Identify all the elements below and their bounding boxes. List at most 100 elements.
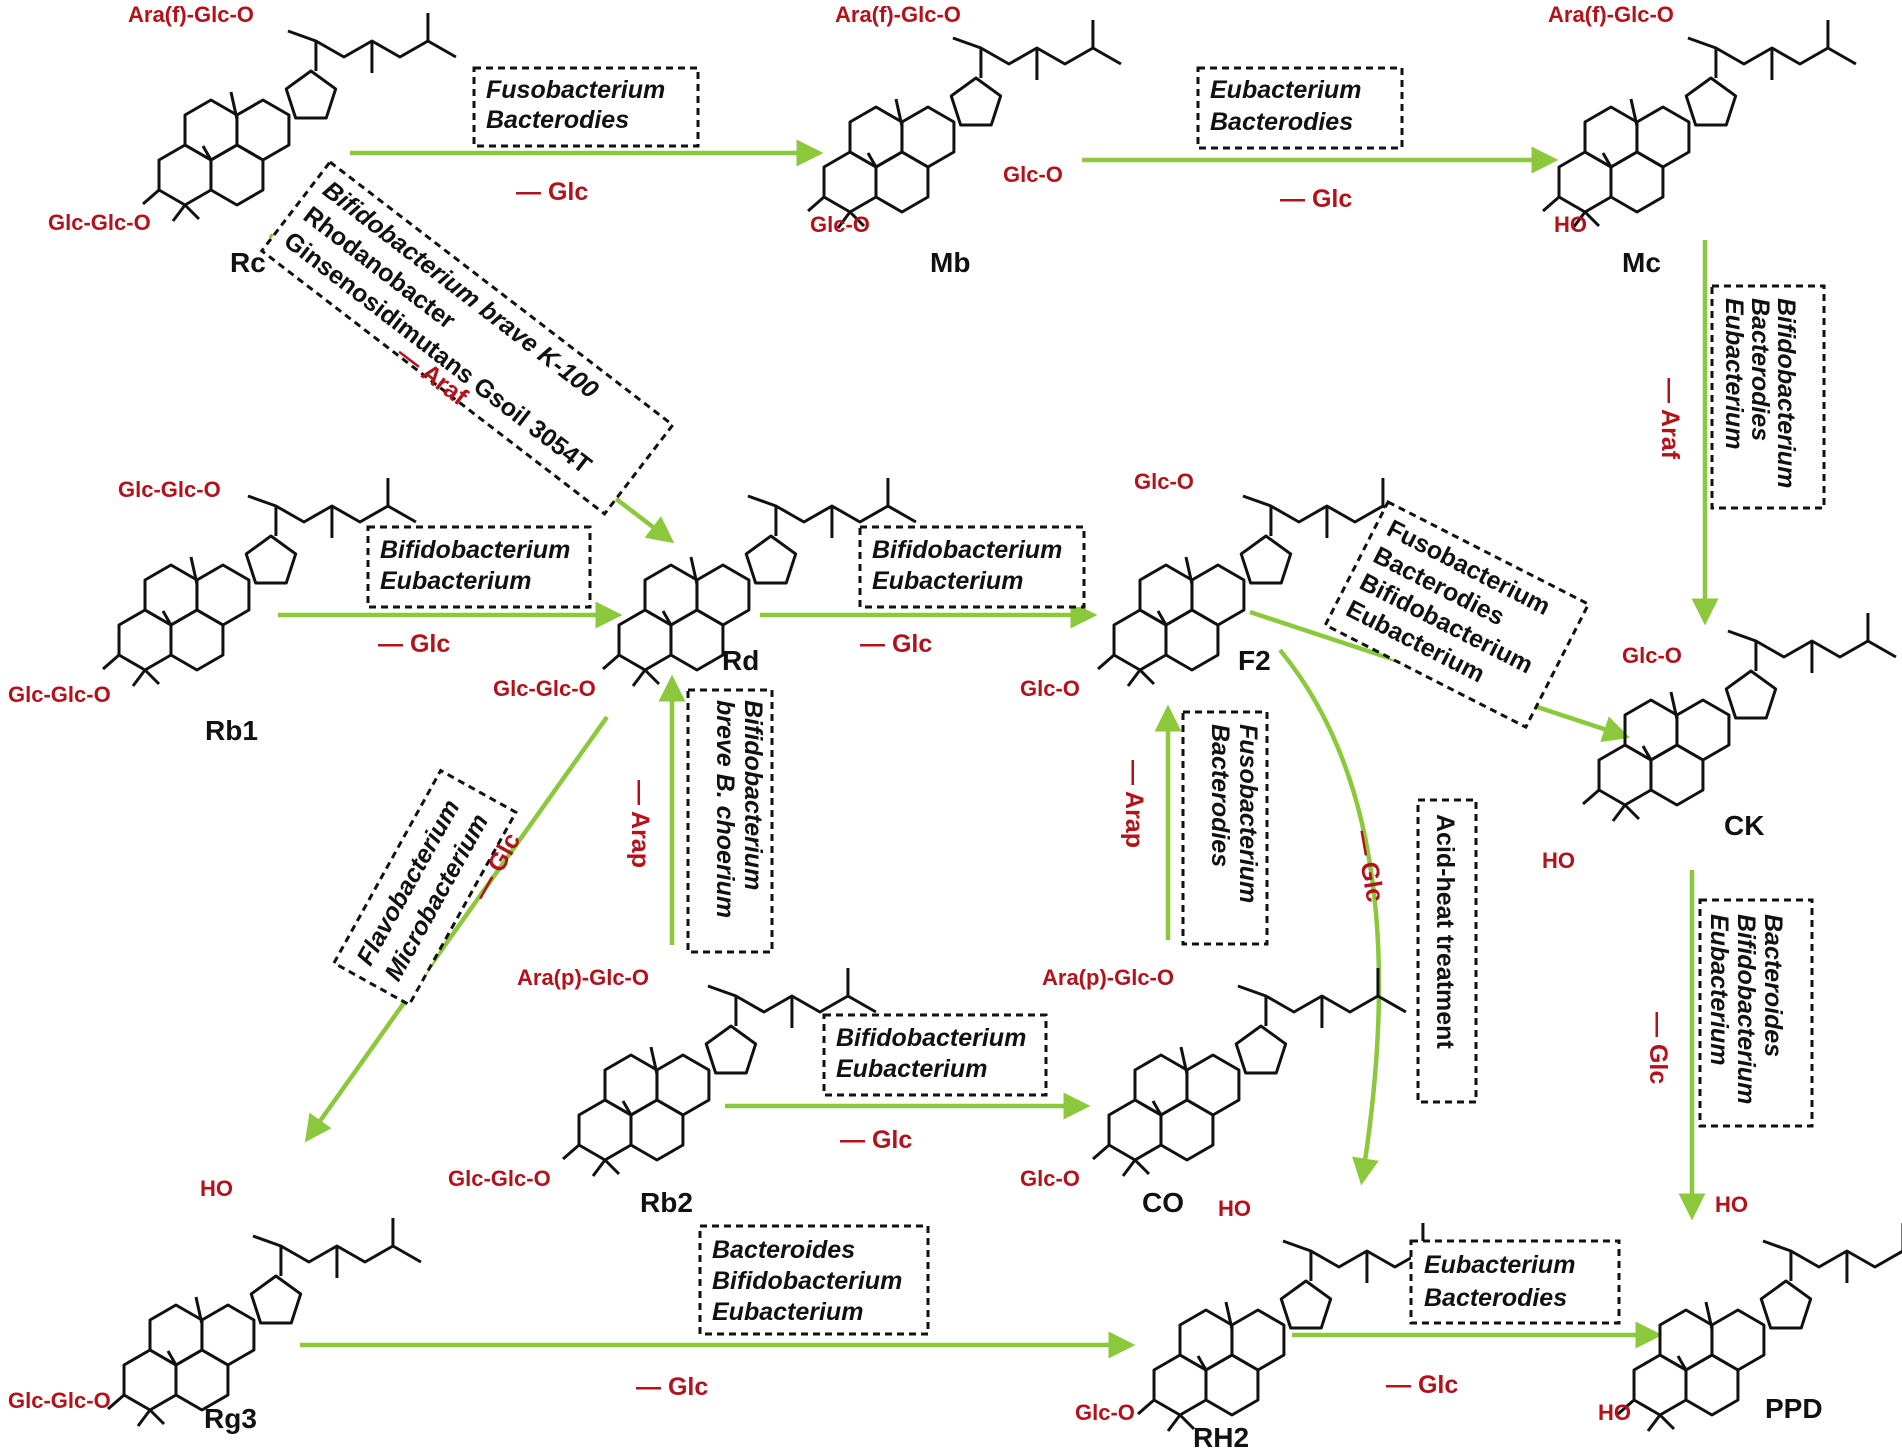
methyl-bond [143,668,161,686]
removed-sugar-mc-ck: — Araf [1656,378,1684,460]
substituent-c3: Glc-Glc-O [448,1166,551,1191]
methyl-bond [848,210,866,228]
removed-sugar-f2-rh2: — Glc [1349,828,1389,904]
ring-b2 [1658,1308,1714,1372]
methyl-bond [136,1409,152,1427]
molecule-f2 [1097,478,1412,687]
methyl-bond [1179,1046,1189,1075]
organism-label: Eubacterium [1720,298,1748,449]
compound-name: F2 [1238,645,1271,676]
ring-c [1675,698,1731,762]
removed-sugar-ck-ppd: — Glc [1644,1012,1672,1084]
ring-d [704,1024,758,1075]
ring-c [1190,563,1246,627]
c20-oxygen-bond [747,494,777,508]
methyl-bond [1166,1414,1182,1432]
ring-b2 [148,1303,204,1367]
c20-oxygen-bond [1727,629,1757,643]
substituent-c20: Ara(f)-Glc-O [835,2,961,27]
ring-b2 [1133,1053,1189,1117]
c3-oxygen-bond [602,653,621,671]
organism-label: Bacterodies [1424,1284,1567,1312]
compound-name: Rd [722,645,759,676]
compound-name: Rc [230,247,266,278]
substituent-c3: Glc-O [1020,676,1080,701]
arrow-f2-rh2 [1278,648,1382,1186]
organism-label: Eubacterium [1210,76,1361,104]
enzyme-box-co-f2: Fusobacterium Bacterodies [1181,710,1269,946]
c3-oxygen-bond [1617,1398,1636,1416]
ring-d [949,76,1003,127]
c20-oxygen-bond [1687,36,1717,50]
ring-d [244,534,298,585]
side-chain [1754,639,1897,671]
reaction-arrows [268,139,1719,1359]
ring-d [1684,76,1738,127]
organism-label: Bifidobacterium [1772,298,1800,488]
c20-oxygen-bond [1762,1239,1792,1253]
substituent-c20: Ara(f)-Glc-O [128,2,254,27]
organism-label: Eubacterium [1424,1251,1575,1279]
substituent-c20: HO [1715,1192,1748,1217]
compound-name: Rg3 [204,1403,257,1434]
removed-sugar-rg3-rh2: — Glc [636,1373,708,1401]
methyl-bond [1151,1100,1163,1116]
arrow-rd-rg3 [304,715,609,1143]
methyl-bond [603,1158,621,1176]
organism-label: Acid-heat treatment [1431,814,1459,1049]
methyl-bond [1669,691,1679,720]
ring-d [1239,534,1293,585]
c20-oxygen-bond [247,494,277,508]
methyl-bond [1629,98,1639,127]
methyl-bond [1601,152,1613,168]
compound-name: PPD [1765,1393,1823,1424]
c20-oxygen-bond [1282,1239,1312,1253]
methyl-bond [166,1350,178,1366]
compound-name: CO [1142,1187,1184,1218]
compound-name: Rb1 [205,715,258,746]
ring-c [655,1053,711,1117]
molecule-rb2 [562,968,877,1177]
c3-oxygen-bond [1582,788,1601,806]
enzyme-box-f2-ck: Fusobacterium Bacterodies Bifidobacteriu… [1323,499,1591,730]
molecule-rg3 [107,1218,422,1427]
substituent-c20: HO [200,1176,233,1201]
removed-sugar-mb-mc: — Glc [1280,185,1352,213]
methyl-bond [1121,1159,1137,1177]
ring-d [1759,1279,1813,1330]
organism-label: Bifidobacterium [739,700,767,890]
methyl-bond [1676,1355,1688,1371]
methyl-bond [183,203,201,221]
ring-c [900,105,956,169]
side-chain [1714,46,1857,78]
enzyme-box-rc-mb: Fusobacterium Bacterodies [472,66,700,148]
c3-oxygen-bond [102,653,121,671]
enzyme-box-mc-ck: Bifidobacterium Bacterodies Eubacterium [1710,284,1826,510]
organism-label: Fusobacterium [1234,724,1262,903]
methyl-bond [621,1100,633,1116]
c3-oxygen-bond [1137,1398,1156,1416]
molecule-rb1 [102,478,417,687]
ring-c [1185,1053,1241,1117]
substituent-c20: HO [1218,1196,1251,1221]
molecule-mb [807,20,1122,229]
substituent-c3: Glc-Glc-O [48,210,151,235]
organism-label: Bifidobacterium [380,536,570,564]
molecule-co [1092,968,1407,1177]
methyl-bond [1611,804,1627,822]
molecule-rc [142,13,457,222]
ring-d [744,534,798,585]
enzyme-box-rh2-ppd: Eubacterium Bacterodies [1409,1239,1621,1325]
molecule-rh2 [1137,1223,1452,1432]
methyl-bond [631,669,647,687]
methyl-bond [1623,803,1641,821]
enzyme-box-f2-rh2: Acid-heat treatment [1416,798,1478,1104]
substituent-c3: Glc-Glc-O [493,676,596,701]
removed-sugar-rb1-rd: — Glc [378,630,450,658]
